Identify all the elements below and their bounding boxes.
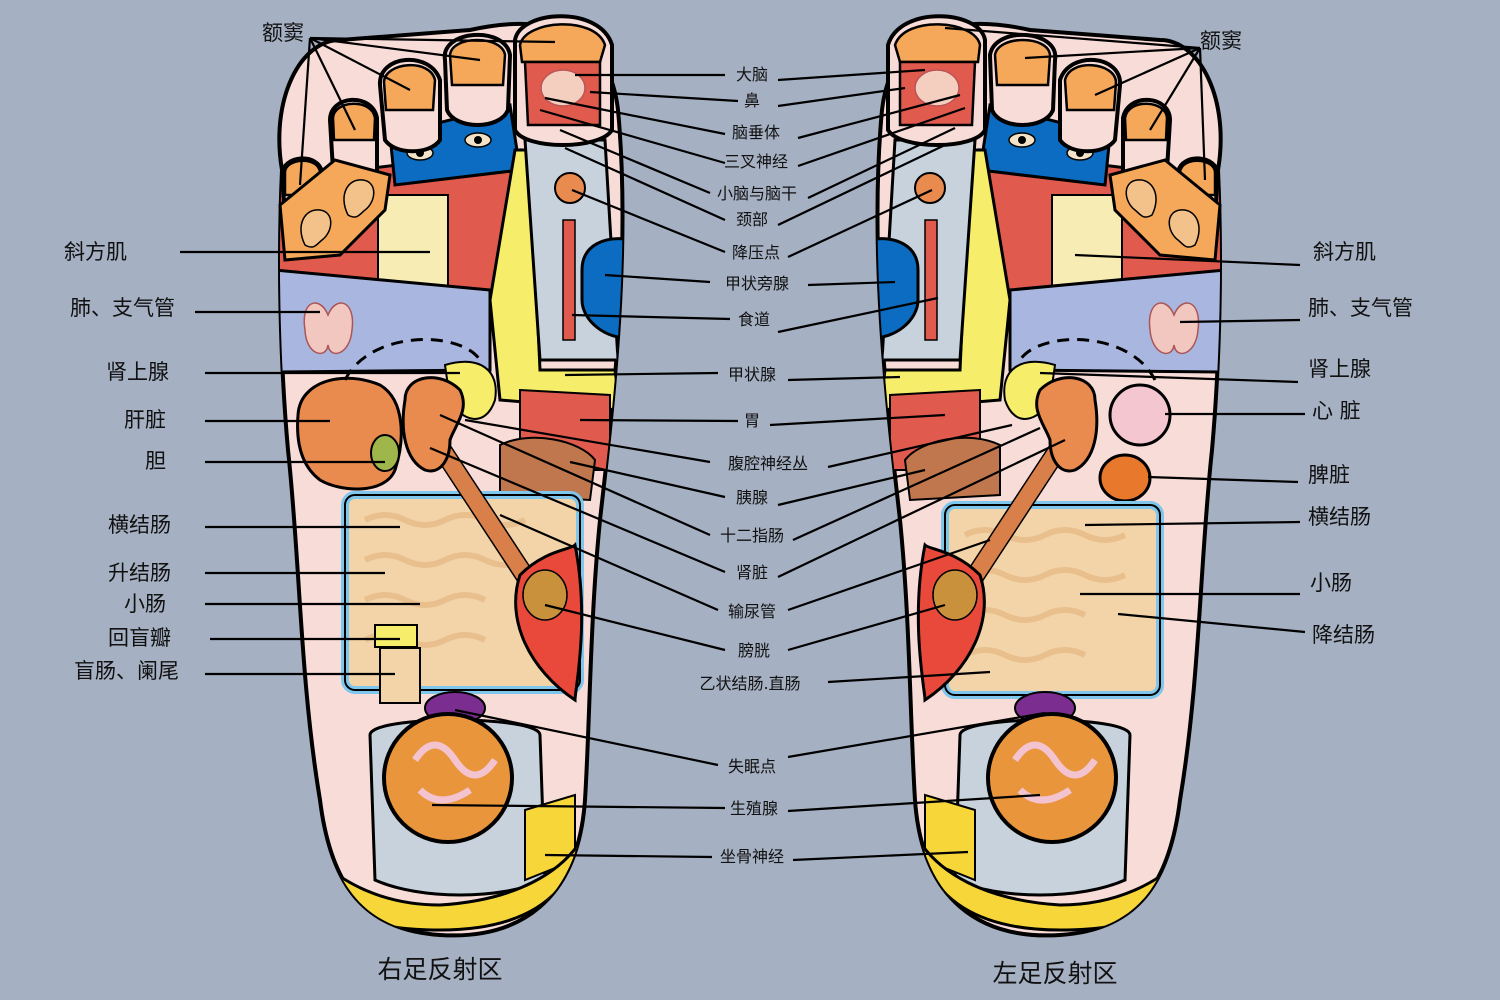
right-ear-icon-2 (343, 179, 375, 218)
label-left-trapezius: 斜方肌 (1313, 240, 1376, 264)
label-esophagus: 食道 (738, 310, 770, 329)
left-intestine-coils (963, 527, 1127, 663)
left-diaphragm-line (1018, 338, 1157, 381)
right-gonad (382, 712, 514, 844)
label-brain: 大脑 (736, 65, 768, 84)
left-big-toe-sinus (893, 23, 982, 64)
label-right-frontal-sinus: 额窦 (262, 21, 304, 45)
left-foot-labels: 额窦 斜方肌 肺、支气管 肾上腺 心 脏 脾脏 横结肠 小肠 降结肠 (1200, 29, 1413, 647)
left-hypotension-point (914, 172, 946, 204)
left-toe-2-sinus (993, 38, 1052, 87)
label-neck: 颈部 (736, 210, 768, 229)
label-ureter: 输尿管 (728, 602, 776, 621)
left-toe-4-sinus (1123, 102, 1169, 142)
label-nose: 鼻 (744, 91, 760, 110)
label-sigmoid-rectum: 乙状结肠.直肠 (699, 674, 800, 693)
right-lung-icon (303, 302, 354, 355)
label-right-gallbladder: 胆 (145, 449, 166, 473)
right-ear-icon (300, 209, 332, 248)
label-cerebellum: 小脑与脑干 (717, 184, 797, 203)
label-right-small-intestine: 小肠 (124, 592, 166, 616)
left-lung-icon (1148, 302, 1200, 355)
label-thyroid: 甲状腺 (728, 365, 776, 384)
right-toe-2-sinus (448, 38, 507, 87)
right-diaphragm-line (343, 338, 482, 381)
label-kidney: 肾脏 (736, 563, 768, 582)
right-liver (296, 376, 403, 491)
caption-left-foot: 左足反射区 (992, 959, 1117, 988)
label-parathyroid: 甲状旁腺 (725, 274, 789, 293)
leader-lines (180, 26, 1306, 862)
right-cecum-appendix (379, 647, 421, 704)
left-spleen (1098, 453, 1152, 503)
right-ileocecal-valve (374, 624, 418, 648)
label-right-cecum-appendix: 盲肠、阑尾 (74, 659, 179, 683)
label-right-transverse-colon: 横结肠 (108, 513, 171, 537)
label-stomach: 胃 (744, 411, 760, 430)
left-toe-3-sinus (1063, 64, 1118, 112)
label-hypotension-point: 降压点 (732, 243, 780, 262)
right-hypotension-point (554, 172, 586, 204)
right-foot-labels: 额窦 斜方肌 肺、支气管 肾上腺 肝脏 胆 横结肠 升结肠 小肠 回盲瓣 盲肠、… (64, 21, 304, 683)
label-left-frontal-sinus: 额窦 (1200, 29, 1242, 53)
label-left-lung: 肺、支气管 (1308, 296, 1413, 320)
right-toe-4-sinus (331, 102, 377, 142)
right-esophagus (562, 219, 576, 341)
label-sciatic: 坐骨神经 (720, 847, 784, 866)
left-kidney (1035, 376, 1099, 473)
label-bladder: 膀胱 (738, 641, 770, 660)
left-ear-icon (1168, 209, 1200, 248)
label-right-adrenal: 肾上腺 (106, 360, 169, 384)
left-foot (875, 14, 1223, 938)
right-big-toe-sinus (518, 23, 607, 64)
caption-right-foot: 右足反射区 (377, 955, 502, 984)
left-esophagus (924, 219, 938, 341)
label-pancreas: 胰腺 (736, 488, 768, 507)
left-parathyroid-zone (877, 237, 920, 340)
right-parathyroid-zone (580, 237, 623, 340)
right-toe-3-sinus (382, 64, 437, 112)
left-heart (1108, 383, 1172, 447)
right-kidney (401, 376, 465, 473)
label-left-descending-colon: 降结肠 (1312, 623, 1375, 647)
label-celiac-plexus: 腹腔神经丛 (728, 454, 808, 473)
right-intestine-coils (363, 512, 527, 648)
center-labels: 大脑 鼻 脑垂体 三叉神经 小脑与脑干 颈部 降压点 甲状旁腺 食道 甲状腺 胃… (699, 65, 808, 866)
label-gonad: 生殖腺 (730, 799, 778, 818)
right-gallbladder (370, 434, 400, 472)
label-insomnia-point: 失眠点 (728, 757, 776, 776)
label-left-spleen: 脾脏 (1308, 463, 1350, 487)
left-trapezius-patch (1051, 194, 1123, 296)
right-trapezius-patch (377, 194, 449, 296)
label-left-small-intestine: 小肠 (1310, 571, 1352, 595)
label-right-liver: 肝脏 (124, 408, 166, 432)
label-right-lung: 肺、支气管 (70, 296, 175, 320)
label-trigeminal: 三叉神经 (724, 152, 788, 171)
label-right-ileocecal-valve: 回盲瓣 (108, 626, 171, 650)
label-right-trapezius: 斜方肌 (64, 240, 127, 264)
left-ear-icon-2 (1125, 179, 1157, 218)
label-left-transverse-colon: 横结肠 (1308, 505, 1371, 529)
label-right-ascending-colon: 升结肠 (108, 561, 171, 585)
label-left-heart: 心 脏 (1312, 399, 1361, 423)
left-gonad (986, 712, 1118, 844)
label-left-adrenal: 肾上腺 (1308, 357, 1371, 381)
label-pituitary: 脑垂体 (732, 123, 780, 142)
label-duodenum: 十二指肠 (720, 526, 784, 545)
